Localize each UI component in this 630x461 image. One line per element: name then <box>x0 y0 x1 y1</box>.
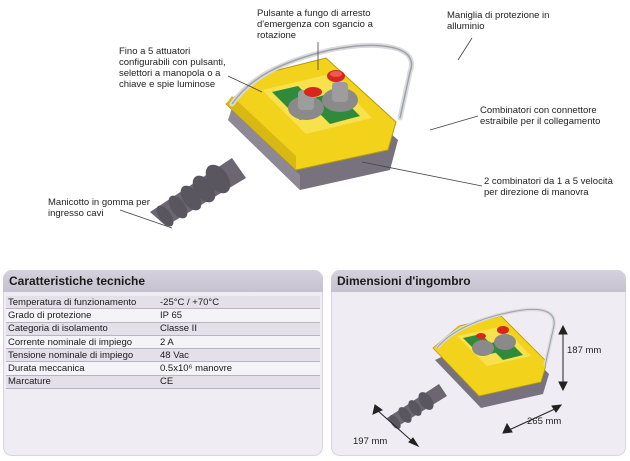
specs-table: Temperatura di funzionamento -25°C / +70… <box>6 296 320 390</box>
spec-value: 48 Vac <box>158 348 320 363</box>
callout-two-combinators: 2 combinatori da 1 a 5 velocità per dire… <box>484 176 613 198</box>
dimensions-title: Dimensioni d'ingombro <box>331 270 626 292</box>
specs-panel: Caratteristiche tecniche Temperatura di … <box>3 270 323 456</box>
spec-value: Classe II <box>158 322 320 336</box>
dimensions-illustration <box>372 307 568 448</box>
spec-label: Grado di protezione <box>6 308 158 323</box>
table-row: Categoria di isolamento Classe II <box>6 322 320 336</box>
spec-label: Marcature <box>6 375 158 390</box>
table-row: Tensione nominale di impiego 48 Vac <box>6 348 320 363</box>
callout-mushroom-button: Pulsante a fungo di arresto d'emergenza … <box>257 8 373 41</box>
callout-combinators-connector: Combinatori con connettore estraibile pe… <box>480 105 601 127</box>
spec-label: Categoria di isolamento <box>6 322 158 336</box>
table-row: Marcature CE <box>6 375 320 390</box>
spec-value: IP 65 <box>158 308 320 323</box>
spec-label: Tensione nominale di impiego <box>6 348 158 363</box>
product-overview: Pulsante a fungo di arresto d'emergenza … <box>48 8 613 229</box>
spec-value: 0.5x10⁶ manovre <box>158 361 320 376</box>
callout-actuators: Fino a 5 attuatori configurabili con pul… <box>119 46 226 90</box>
spec-label: Corrente nominale di impiego <box>6 335 158 350</box>
pendant-control-illustration <box>119 37 483 229</box>
dimension-width: 265 mm <box>527 416 562 427</box>
dimension-height: 187 mm <box>567 345 602 356</box>
dimension-depth: 197 mm <box>353 436 388 447</box>
callout-protection-handle: Maniglia di protezione in alluminio <box>447 10 550 32</box>
table-row: Grado di protezione IP 65 <box>6 308 320 323</box>
spec-value: -25°C / +70°C <box>158 296 320 310</box>
spec-value: CE <box>158 375 320 390</box>
spec-value: 2 A <box>158 335 320 350</box>
rubber-sleeve-graphic <box>150 158 246 227</box>
table-row: Temperatura di funzionamento -25°C / +70… <box>6 296 320 310</box>
table-row: Corrente nominale di impiego 2 A <box>6 335 320 350</box>
table-row: Durata meccanica 0.5x10⁶ manovre <box>6 361 320 376</box>
dimensions-panel: Dimensioni d'ingombro <box>331 270 626 456</box>
spec-label: Durata meccanica <box>6 361 158 376</box>
specs-title: Caratteristiche tecniche <box>3 270 323 292</box>
spec-label: Temperatura di funzionamento <box>6 296 158 310</box>
callout-rubber-sleeve: Manicotto in gomma per ingresso cavi <box>48 197 150 219</box>
